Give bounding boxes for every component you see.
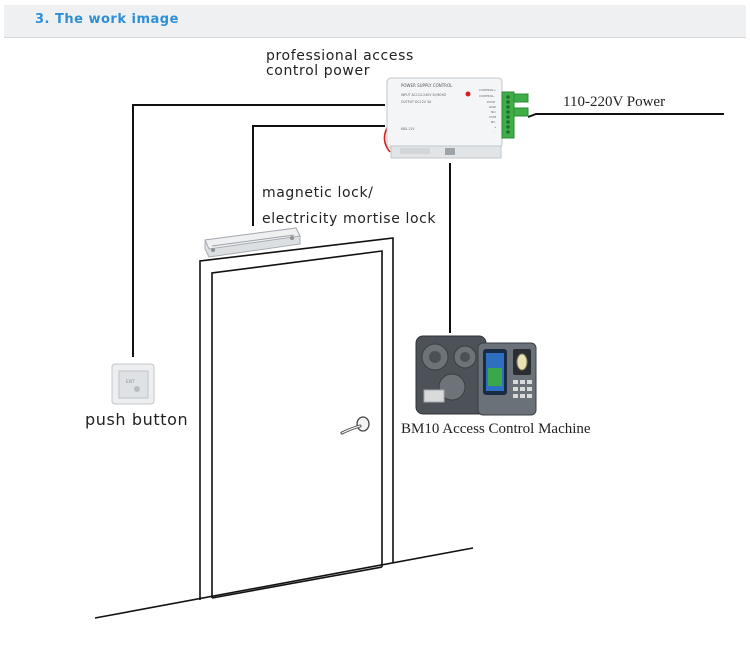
access-control-machine	[415, 335, 537, 416]
psu-terminal-5: NO	[491, 110, 496, 114]
door-bottom	[211, 566, 383, 599]
mains-power-label: 110-220V Power	[563, 94, 666, 110]
section-header: 3. The work image	[4, 5, 746, 38]
psu-terminal-2: CONTROL-	[479, 94, 495, 98]
lock-label: magnetic lock/ electricity mortise lock	[262, 180, 436, 232]
wire-push-button	[132, 104, 385, 357]
door	[94, 237, 474, 619]
lock-label-line1: magnetic lock/	[262, 185, 374, 201]
door-frame-outer	[199, 237, 394, 600]
wires	[132, 104, 724, 357]
push-button-device-text: EXIT	[126, 379, 135, 384]
floor-line	[94, 547, 474, 619]
psu-terminal-7: NC	[491, 120, 495, 124]
push-button-device: EXIT	[111, 363, 155, 405]
psu-terminal-8: +	[494, 125, 497, 129]
psu-terminal-6: COM	[489, 115, 496, 119]
power-supply-label-line2: control power	[266, 63, 371, 79]
lock-label-line2: electricity mortise lock	[262, 211, 437, 227]
push-button-label: push button	[85, 410, 189, 429]
power-supply-unit: POWER SUPPLY CONTROL INPUT AC110-240V 50…	[386, 77, 529, 159]
machine-label: BM10 Access Control Machine	[401, 421, 591, 437]
psu-title: POWER SUPPLY CONTROL	[401, 83, 453, 88]
wire-mains	[527, 113, 724, 118]
psu-output: OUTPUT DC12V 3A	[401, 100, 432, 104]
psu-terminal-9: -	[494, 130, 495, 134]
wire-lock	[252, 125, 385, 226]
magnetic-lock	[204, 227, 301, 258]
psu-terminal-3: PUSH	[487, 100, 495, 104]
psu-input: INPUT AC110-240V 50/60HZ	[401, 93, 447, 97]
door-handle	[340, 416, 370, 435]
power-supply-label: professional access control power	[266, 49, 414, 79]
door-frame-inner	[211, 250, 383, 598]
psu-model: K80-12V	[401, 127, 415, 131]
psu-terminal-4: GND	[489, 105, 497, 109]
power-supply-label-line1: professional access	[266, 48, 414, 64]
psu-terminal-1: CONTROL+	[479, 88, 497, 92]
section-title: 3. The work image	[35, 12, 179, 27]
